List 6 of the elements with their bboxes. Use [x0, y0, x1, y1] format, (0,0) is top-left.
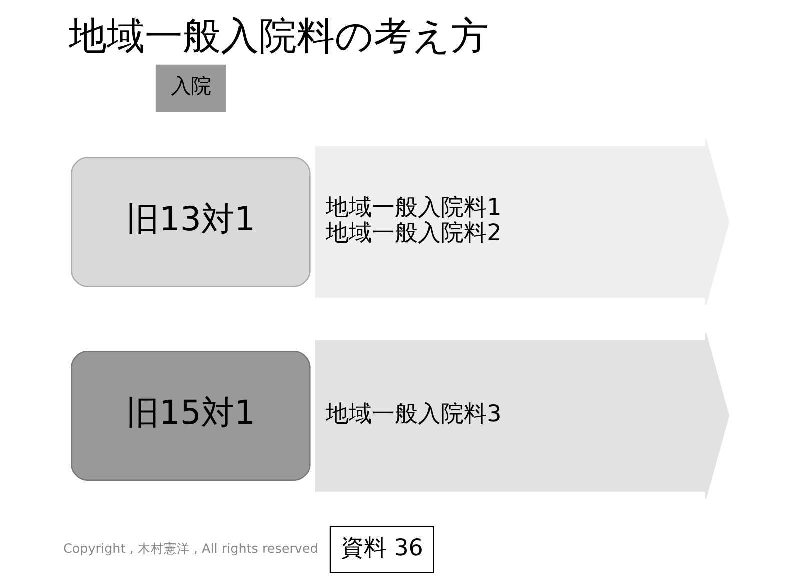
- diagram-title: 地域一般入院料の考え方: [68, 14, 488, 59]
- label: Copyright , 木村憲洋 , All rights reserved: [62, 542, 318, 558]
- node-box: 入院: [155, 64, 226, 112]
- node-box: 旧13対1: [70, 157, 310, 288]
- node-box: 旧15対1: [70, 351, 310, 482]
- node-box: 資料 36: [329, 526, 434, 574]
